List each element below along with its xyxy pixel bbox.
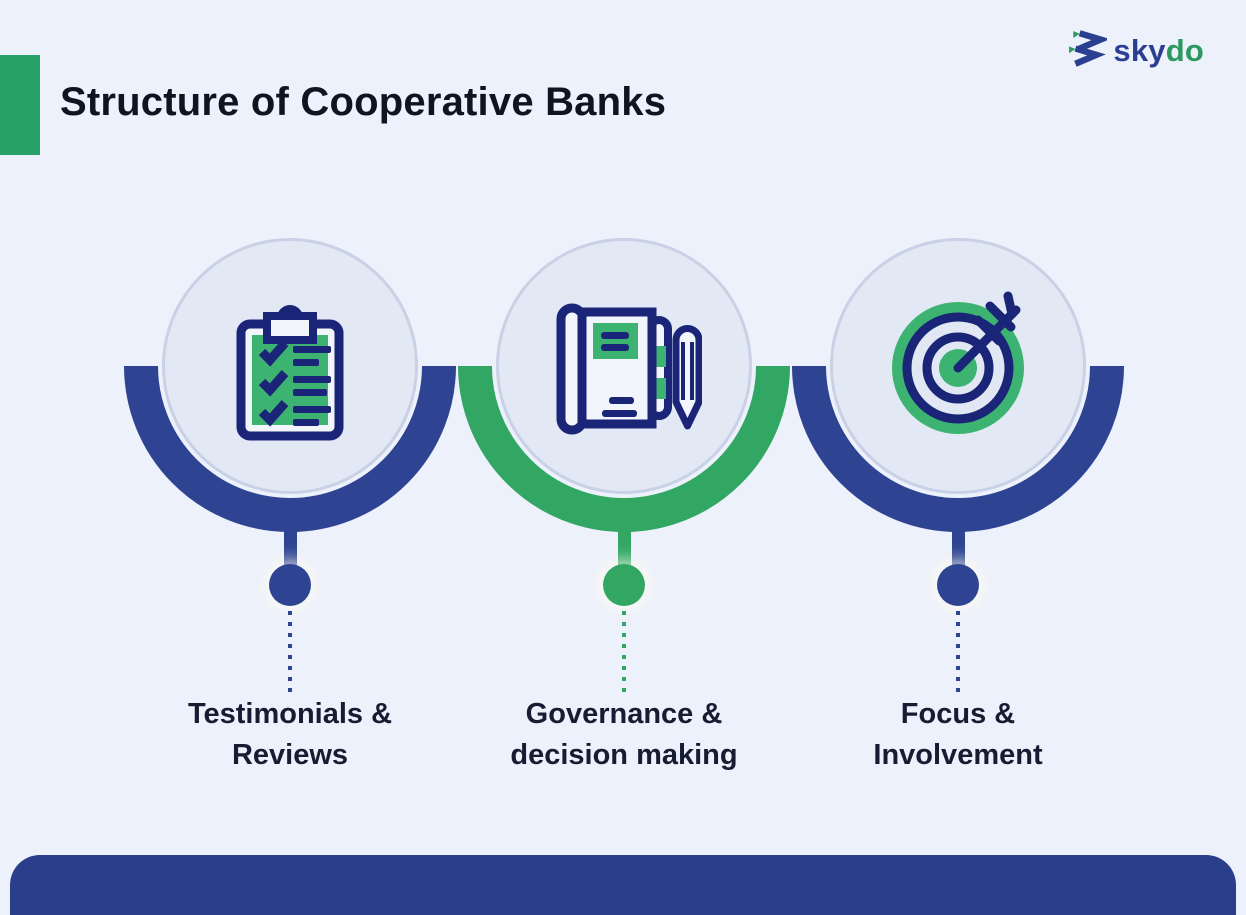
half-ring	[792, 366, 1124, 532]
connector-stem	[951, 530, 965, 568]
checklist-clipboard-icon	[231, 302, 351, 447]
item-governance-decision-making: Governance & decision making	[444, 0, 804, 896]
connector-stem	[283, 530, 297, 568]
half-ring	[124, 366, 456, 532]
logo-text-do: do	[1165, 32, 1204, 68]
notebook-pencil-icon	[552, 300, 703, 445]
item-focus-involvement: Focus & Involvement	[778, 0, 1138, 896]
dotted-line	[288, 611, 292, 693]
item-label-line1: Focus &	[900, 698, 1016, 730]
item-label-line2: Involvement	[873, 738, 1043, 771]
item-label-line2: Reviews	[231, 738, 349, 771]
item-label-line1: Governance &	[525, 698, 723, 730]
item-label: Testimonials & Reviews	[110, 694, 470, 775]
connector-dot	[603, 564, 645, 606]
item-label: Governance & decision making	[444, 694, 804, 775]
item-testimonials-reviews: Testimonials & Reviews	[110, 0, 470, 896]
skydo-logo: skydo	[1067, 28, 1204, 73]
page-title: Structure of Cooperative Banks	[60, 80, 667, 124]
item-label-line2: decision making	[510, 738, 738, 771]
connector-dot	[937, 564, 979, 606]
dotted-line	[956, 611, 960, 693]
connector-dot	[269, 564, 311, 606]
logo-wordmark: skydo	[1113, 33, 1204, 69]
half-ring	[458, 366, 790, 532]
item-label-line1: Testimonials &	[187, 698, 393, 730]
item-label: Focus & Involvement	[778, 694, 1138, 775]
dotted-line	[622, 611, 626, 693]
target-arrow-icon	[890, 288, 1050, 443]
logo-text-sky: sky	[1113, 32, 1166, 68]
title-accent-bar	[0, 55, 40, 155]
footer-bar	[10, 855, 1236, 915]
skydo-chevron-icon	[1067, 28, 1111, 73]
connector-stem	[617, 530, 631, 568]
